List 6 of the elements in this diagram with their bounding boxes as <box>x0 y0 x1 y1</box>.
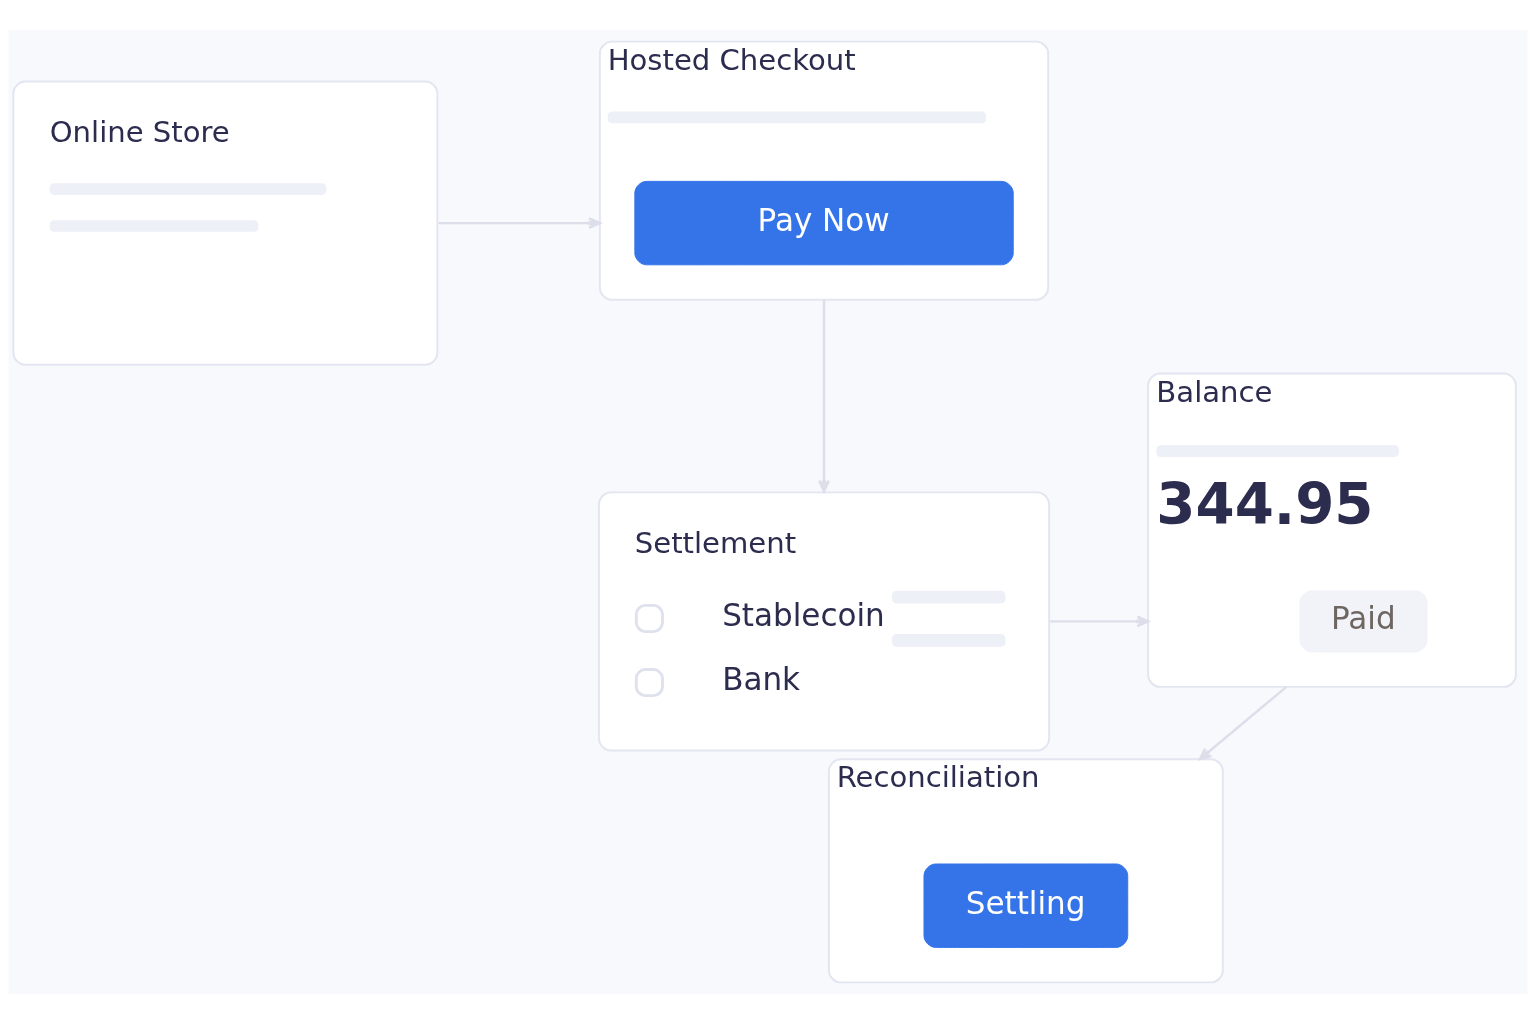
node-box: Pay Now <box>634 180 1014 266</box>
arrow <box>1198 685 1288 761</box>
node-box: Settling <box>923 863 1129 948</box>
arrow <box>818 299 831 493</box>
arrow <box>438 217 602 230</box>
arrow <box>1050 615 1150 628</box>
